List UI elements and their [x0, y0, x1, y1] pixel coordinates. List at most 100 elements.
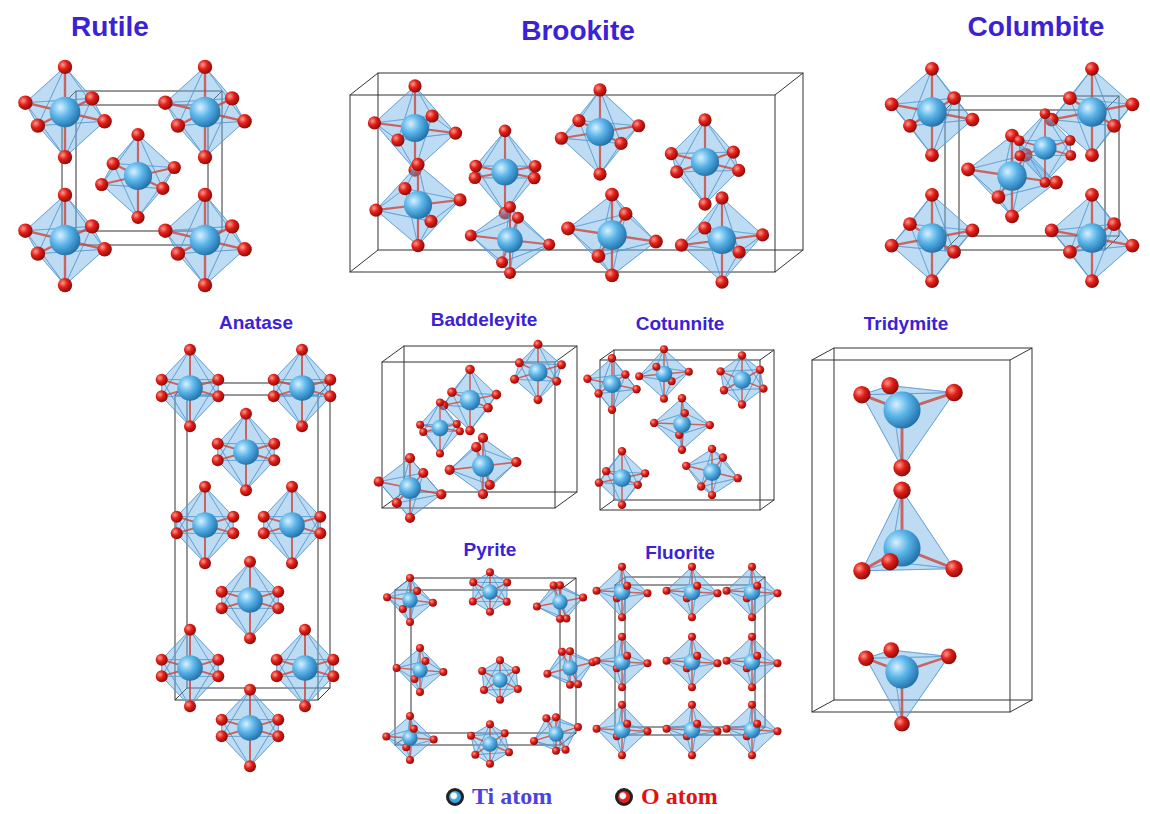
ti-atom — [673, 415, 691, 433]
o-atom — [324, 390, 336, 402]
polyhedron — [555, 83, 645, 180]
o-atom — [485, 480, 495, 490]
o-atom — [416, 688, 424, 696]
structure-name: Cotunnite — [636, 314, 725, 335]
o-atom — [555, 132, 568, 145]
o-atom — [469, 597, 477, 605]
o-atom — [675, 238, 688, 251]
o-atom — [753, 720, 761, 728]
o-atom — [327, 670, 339, 682]
polyhedron — [885, 188, 980, 288]
cell-edge — [775, 73, 803, 95]
o-atom — [411, 158, 424, 171]
cell-edge — [382, 346, 404, 362]
o-atom — [715, 275, 728, 288]
o-atom — [413, 587, 421, 595]
o-atom — [156, 182, 169, 195]
polyhedron — [1014, 108, 1076, 188]
legend-swatch — [446, 788, 464, 806]
polyhedron — [543, 647, 596, 688]
ti-atom — [885, 655, 918, 688]
o-atom — [594, 389, 602, 397]
o-atom — [558, 648, 566, 656]
cell-edge — [812, 360, 1010, 712]
o-atom — [708, 445, 716, 453]
o-atom — [1049, 176, 1063, 190]
cell-edge — [625, 577, 765, 727]
o-atom — [198, 60, 212, 74]
o-atom — [643, 727, 651, 735]
o-atom — [499, 125, 512, 138]
o-atom — [216, 586, 228, 598]
o-atom — [418, 468, 428, 478]
ti-atom — [50, 225, 81, 256]
o-atom — [1065, 135, 1076, 146]
polyhedron-face — [102, 185, 163, 218]
o-atom — [18, 224, 32, 238]
polyhedron — [858, 642, 956, 731]
cell-edge — [614, 350, 774, 500]
o-atom — [618, 701, 626, 709]
o-atom — [85, 219, 99, 233]
o-atom — [368, 116, 381, 129]
polyhedron — [158, 188, 252, 293]
polyhedron — [469, 125, 542, 220]
polyhedron — [158, 60, 252, 165]
o-atom — [947, 245, 961, 259]
o-atom — [97, 114, 111, 128]
o-atom — [1014, 135, 1025, 146]
o-atom — [965, 113, 979, 127]
polyhedron — [663, 563, 722, 621]
o-atom — [369, 203, 382, 216]
o-atom — [1040, 108, 1051, 119]
polyhedron — [216, 684, 285, 772]
o-atom — [893, 482, 910, 499]
o-atom — [240, 408, 252, 420]
o-atom — [528, 172, 541, 185]
polyhedron — [533, 581, 587, 622]
o-atom — [216, 602, 228, 614]
ti-atom — [233, 439, 259, 465]
polyhedron — [171, 481, 240, 569]
o-atom — [212, 670, 224, 682]
ti-atom — [460, 390, 480, 410]
o-atom — [641, 469, 649, 477]
o-atom — [618, 501, 626, 509]
polyhedron-face — [562, 652, 593, 685]
o-atom — [436, 489, 446, 499]
o-atom — [708, 491, 716, 499]
o-atom — [424, 215, 437, 228]
ti-atom — [190, 97, 221, 128]
o-atom — [693, 652, 701, 660]
o-atom — [465, 365, 475, 375]
unit-cell — [395, 578, 576, 745]
o-atom — [405, 513, 415, 523]
structure-name: Brookite — [521, 16, 635, 47]
o-atom — [453, 193, 466, 206]
o-atom — [738, 351, 746, 359]
o-atom — [184, 420, 196, 432]
o-atom — [258, 527, 270, 539]
structure-name: Fluorite — [645, 543, 715, 564]
o-atom — [618, 633, 626, 641]
o-atom — [543, 238, 555, 250]
o-atom — [643, 589, 651, 597]
o-atom — [225, 219, 239, 233]
structure-name: Rutile — [71, 12, 149, 43]
o-atom — [469, 160, 482, 173]
o-atom — [634, 481, 642, 489]
o-atom — [408, 79, 421, 92]
o-atom — [95, 178, 108, 191]
polyhedron — [593, 633, 652, 691]
o-atom — [773, 659, 781, 667]
o-atom — [212, 654, 224, 666]
o-atom — [314, 527, 326, 539]
polyhedron — [593, 563, 652, 621]
o-atom — [212, 374, 224, 386]
o-atom — [467, 732, 475, 740]
o-atom — [486, 568, 494, 576]
o-atom — [429, 599, 437, 607]
o-atom — [688, 701, 696, 709]
o-atom — [184, 624, 196, 636]
o-atom — [268, 374, 280, 386]
